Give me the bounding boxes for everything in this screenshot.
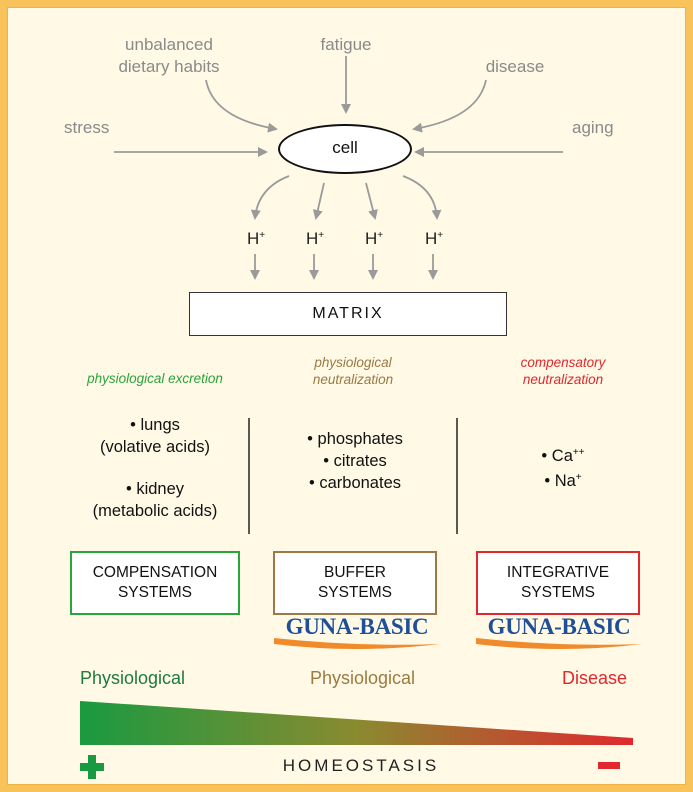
- item-lungs: • lungs: [130, 416, 180, 434]
- item-citrates: • citrates: [323, 452, 387, 470]
- item-kidney-sub: (metabolic acids): [92, 502, 218, 520]
- cause-stress: stress: [64, 118, 110, 137]
- excretion-list: • lungs (volative acids) • kidney (metab…: [60, 414, 250, 522]
- item-kidney: • kidney: [125, 480, 185, 498]
- connector-arrows: [114, 56, 563, 534]
- brand-swoosh-2: [476, 638, 642, 649]
- category-compensatory-neutralization: compensatory neutralization: [520, 355, 606, 387]
- cause-disease: disease: [485, 57, 545, 76]
- ions-list: • Ca++ • Na+: [478, 442, 648, 492]
- h-ion-4: H+: [425, 229, 444, 248]
- integrative-line2: SYSTEMS: [520, 584, 596, 601]
- level-physiological-middle: Physiological: [310, 668, 416, 688]
- arrow-cell-to-h2: [312, 182, 325, 220]
- compensation-line2: SYSTEMS: [117, 584, 193, 601]
- plus-icon: [80, 755, 104, 779]
- arrow-disease-to-cell: [412, 79, 487, 133]
- item-carbonates: • carbonates: [309, 474, 401, 492]
- item-phosphates: • phosphates: [307, 430, 403, 448]
- buffer-systems-box: BUFFER SYSTEMS: [273, 551, 437, 615]
- compensation-line1: COMPENSATION: [92, 564, 218, 581]
- item-calcium: • Ca++: [541, 447, 585, 465]
- h-ion-2: H+: [306, 229, 325, 248]
- homeostasis-label: HOMEOSTASIS: [282, 756, 440, 775]
- buffer-line2: SYSTEMS: [317, 584, 393, 601]
- brand-text-1: GUNA-BASIC: [285, 614, 429, 639]
- minus-icon: [598, 762, 620, 769]
- homeostasis-gradient-wedge: [80, 701, 633, 779]
- buffer-list: • phosphates • citrates • carbonates: [270, 428, 440, 494]
- category-physiological-neutralization: physiological neutralization: [312, 355, 394, 387]
- guna-basic-logo-1: GUNA-BASIC: [272, 614, 442, 652]
- item-sodium: • Na+: [544, 472, 582, 490]
- h-ion-1: H+: [247, 229, 266, 248]
- brand-text-2: GUNA-BASIC: [487, 614, 631, 639]
- item-lungs-sub: (volative acids): [99, 438, 211, 456]
- cause-aging: aging: [572, 118, 614, 137]
- buffer-line1: BUFFER: [324, 564, 386, 581]
- cause-fatigue: fatigue: [320, 35, 372, 54]
- arrow-unbalanced-to-cell: [205, 79, 278, 133]
- level-disease: Disease: [562, 668, 628, 688]
- level-physiological-left: Physiological: [80, 668, 186, 688]
- matrix-label: MATRIX: [312, 305, 384, 322]
- category-physiological-excretion: physiological excretion: [87, 371, 223, 386]
- arrow-cell-to-h3: [365, 182, 378, 220]
- brand-swoosh-1: [274, 638, 440, 649]
- h-ion-3: H+: [365, 229, 384, 248]
- cause-unbalanced-dietary-habits: unbalanced dietary habits: [118, 35, 220, 76]
- arrow-cell-to-h1: [250, 175, 290, 220]
- cell-label: cell: [332, 138, 358, 157]
- matrix-box: MATRIX: [189, 292, 507, 336]
- integrative-systems-box: INTEGRATIVE SYSTEMS: [476, 551, 640, 615]
- guna-basic-logo-2: GUNA-BASIC: [474, 614, 644, 652]
- diagram-frame: unbalanced dietary habits fatigue diseas…: [7, 7, 686, 785]
- arrow-cell-to-h4: [402, 175, 442, 220]
- compensation-systems-box: COMPENSATION SYSTEMS: [70, 551, 240, 615]
- cell-node: cell: [278, 124, 412, 174]
- integrative-line1: INTEGRATIVE: [506, 564, 610, 581]
